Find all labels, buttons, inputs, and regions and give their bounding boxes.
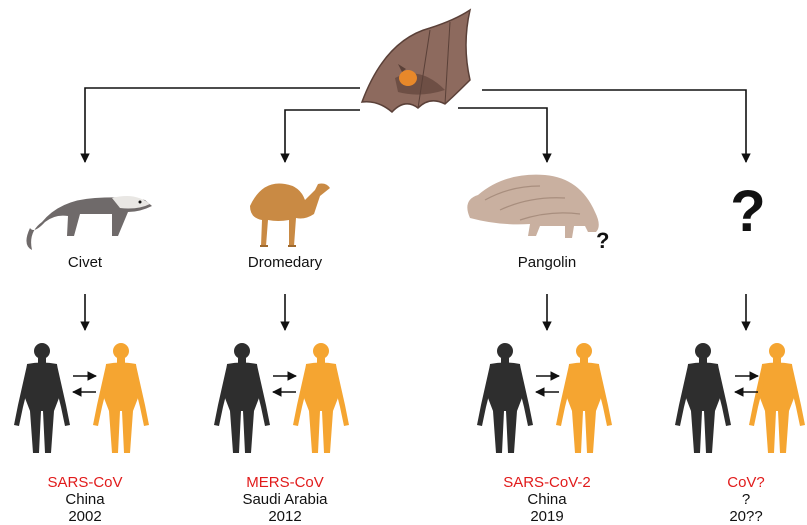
animal-label-civet: Civet: [45, 254, 125, 271]
location-label: ?: [716, 491, 776, 508]
pangolin-icon: [467, 175, 598, 238]
human-pair-4: [675, 343, 805, 453]
human-pair-1: [14, 343, 149, 453]
year-label: 2012: [225, 508, 345, 525]
virus-label: MERS-CoV: [225, 474, 345, 491]
dromedary-icon: [250, 183, 330, 246]
human-pair-2: [214, 343, 349, 453]
location-label: China: [497, 491, 597, 508]
year-label: 2019: [497, 508, 597, 525]
animal-label-dromedary: Dromedary: [235, 254, 335, 271]
year-label: 20??: [716, 508, 776, 525]
location-label: Saudi Arabia: [225, 491, 345, 508]
virus-label: CoV?: [716, 474, 776, 491]
pangolin-uncertain-mark: ?: [596, 228, 609, 253]
bat-icon: [362, 10, 470, 112]
question-mark-icon: ?: [726, 178, 770, 245]
animal-label-pangolin: Pangolin: [497, 254, 597, 271]
virus-label: SARS-CoV-2: [497, 474, 597, 491]
location-label: China: [40, 491, 130, 508]
civet-icon: [26, 196, 152, 250]
year-label: 2002: [40, 508, 130, 525]
virus-label: SARS-CoV: [40, 474, 130, 491]
human-pair-3: [477, 343, 612, 453]
transmission-arrows: [85, 294, 746, 330]
